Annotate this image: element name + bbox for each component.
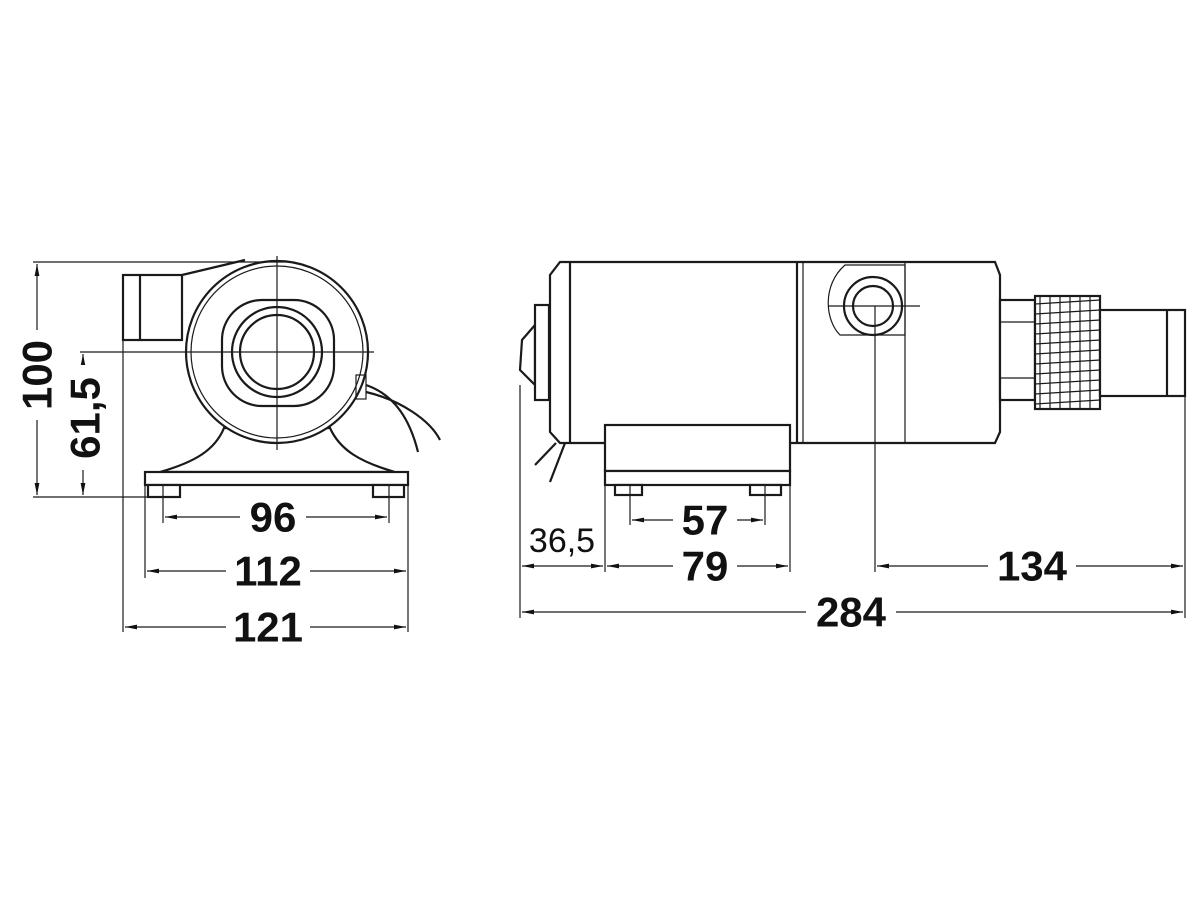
dimension-label: 96 [250,494,297,541]
dimension-96: 96 [165,494,387,541]
dimension-label: 79 [682,543,729,590]
dimension-label: 284 [816,589,887,636]
dimension-label: 61,5 [62,377,109,459]
side-view: 57 36,5 79 134 284 [518,260,1187,636]
rear-cap [518,303,551,402]
mounting-block [603,423,792,497]
dimension-57: 57 [632,497,763,544]
thread-pattern [1034,296,1101,409]
dimension-36-5: 36,5 [522,522,603,569]
dimension-label: 57 [682,497,729,544]
dimension-label: 100 [14,340,61,410]
outlet-port [827,264,920,337]
motor-body [548,260,1002,445]
dimension-label: 36,5 [529,522,595,560]
dimension-121: 121 [125,604,406,651]
dimension-134: 134 [877,543,1183,590]
extension-lines [33,261,409,632]
extension-lines [519,306,1186,618]
dimension-label: 121 [233,604,303,651]
dimension-height-100: 100 [14,264,61,495]
dimension-284: 284 [522,589,1183,636]
dimension-112: 112 [147,548,406,595]
electrical-wires [534,442,567,483]
dimension-label: 112 [234,548,302,595]
dimension-79: 79 [607,543,788,590]
dimension-height-61-5: 61,5 [62,354,109,495]
electrical-wires [365,383,441,453]
front-view: 100 61,5 96 112 121 [14,256,441,651]
inlet-fitting [998,294,1187,411]
dimension-label: 134 [997,543,1068,590]
